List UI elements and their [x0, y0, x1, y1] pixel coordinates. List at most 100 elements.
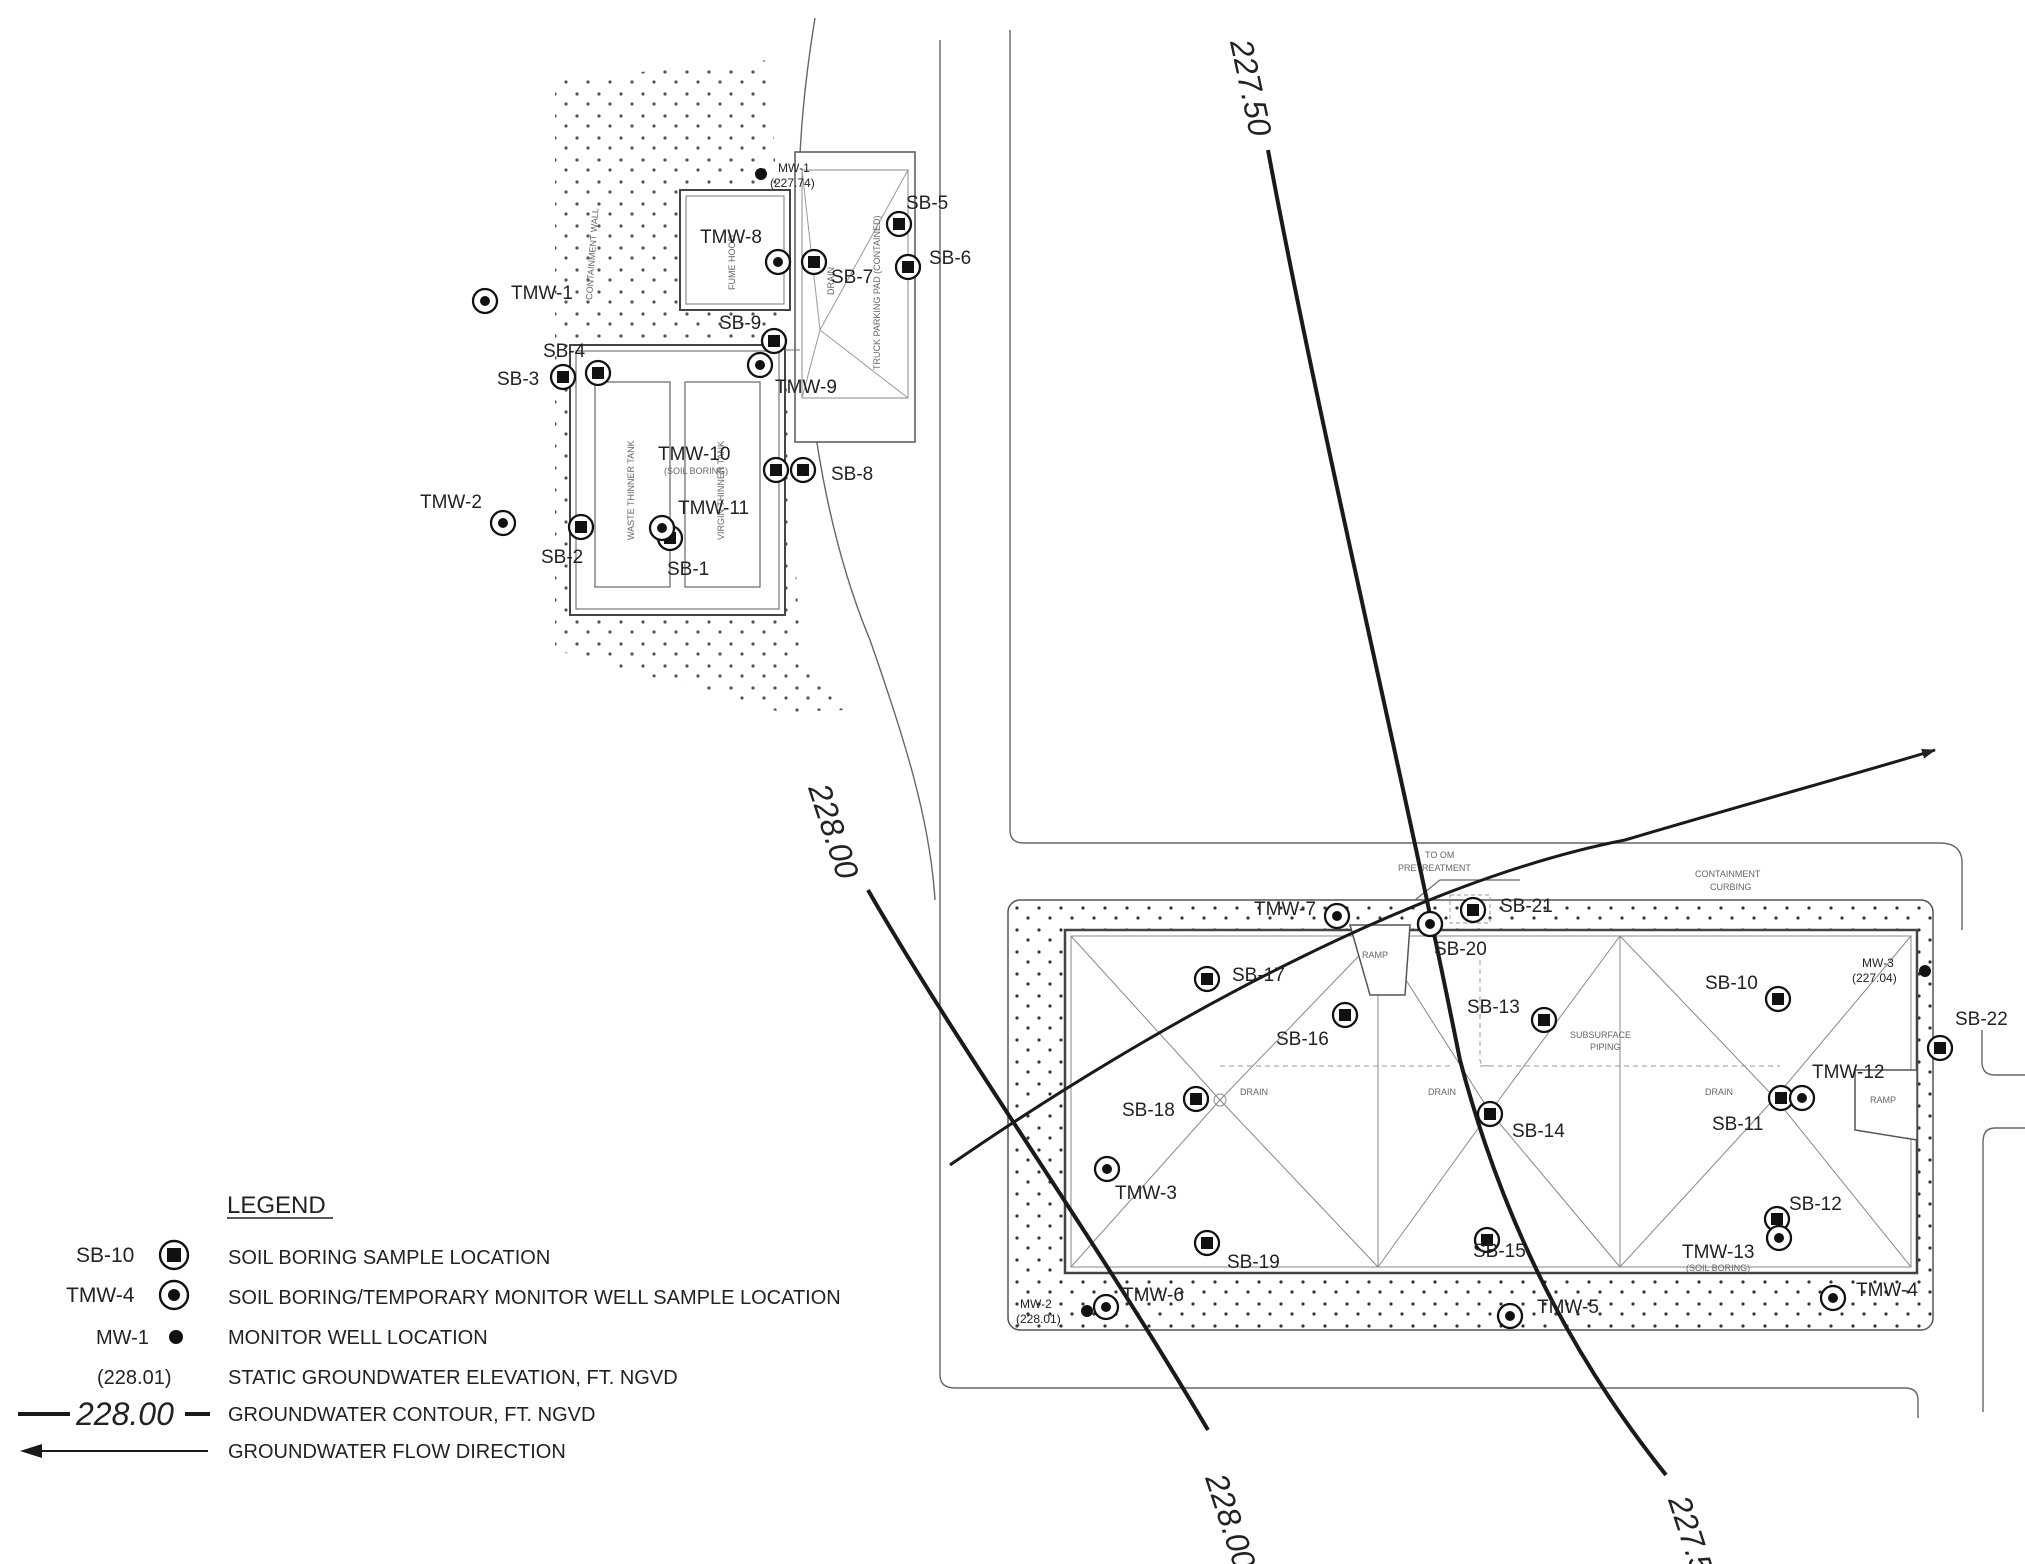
legend-sb-desc: SOIL BORING SAMPLE LOCATION — [228, 1247, 550, 1269]
label-sb-4: SB-4 — [543, 341, 586, 362]
soil-boring-marker-sb-18 — [1182, 1085, 1210, 1113]
truck-parking-pad — [794, 151, 916, 443]
to-pretreatment-label: TO OM — [1425, 850, 1454, 860]
road-lines — [797, 17, 2025, 1418]
ramp-left-label: RAMP — [1362, 950, 1388, 960]
legend-flow-arrow — [20, 1444, 208, 1458]
label-sb-1: SB-1 — [667, 559, 709, 580]
pretreatment-label: PRETREATMENT — [1398, 863, 1471, 873]
virgin-thinner-tank — [684, 381, 761, 588]
drain-left-label: DRAIN — [1240, 1087, 1268, 1097]
road-edge-right-stub — [1981, 1030, 2025, 1076]
virgin-thinner-tank-label: VIRGIN THINNER TANK — [716, 441, 726, 540]
label-sb-22: SB-22 — [1955, 1009, 2008, 1030]
temp-well-marker-tmw-12 — [1788, 1084, 1816, 1112]
contour-label-22750-upper: 227.50 — [1223, 35, 1279, 139]
label-sb-21: SB-21 — [1500, 896, 1553, 917]
soil-boring-marker-sb-10b — [762, 456, 790, 484]
label-mw-2-elev: (228.01) — [1016, 1312, 1061, 1326]
label-tmw-13-note: (SOIL BORING) — [1686, 1263, 1750, 1273]
label-tmw-13: TMW-13 — [1682, 1242, 1754, 1263]
legend-soil-boring-symbol — [158, 1239, 190, 1271]
label-tmw-10: TMW-10 — [658, 444, 730, 465]
label-sb-14: SB-14 — [1512, 1121, 1565, 1142]
soil-boring-marker-sb-7 — [800, 248, 828, 276]
soil-boring-marker-sb-13 — [1530, 1006, 1558, 1034]
legend-flow-desc: GROUNDWATER FLOW DIRECTION — [228, 1441, 566, 1463]
soil-boring-marker-sb-6 — [894, 253, 922, 281]
contour-22750-line — [1266, 149, 1668, 1477]
label-mw-3: MW-3 — [1862, 956, 1894, 970]
label-tmw-6: TMW-6 — [1122, 1285, 1184, 1306]
temp-well-marker-tmw-6 — [1092, 1293, 1120, 1321]
soil-boring-marker-sb-8 — [789, 456, 817, 484]
contour-label-228-lower: 228.00 — [1198, 1468, 1263, 1564]
label-tmw-2: TMW-2 — [420, 492, 482, 513]
label-sb-13: SB-13 — [1467, 997, 1520, 1018]
contour-label-228-upper: 228.00 — [801, 778, 866, 883]
temp-well-marker-tmw-9 — [746, 351, 774, 379]
ramp-right-label: RAMP — [1870, 1095, 1896, 1105]
temp-well-marker-tmw-11 — [648, 514, 676, 542]
label-tmw-11: TMW-11 — [678, 498, 749, 519]
label-sb-5: SB-5 — [906, 193, 948, 214]
right-ramp — [1854, 1069, 1918, 1141]
legend-elev-desc: STATIC GROUNDWATER ELEVATION, FT. NGVD — [228, 1367, 678, 1389]
soil-boring-marker-sb-11 — [1767, 1084, 1795, 1112]
soil-boring-marker-sb-14 — [1476, 1100, 1504, 1128]
waste-thinner-tank-label: WASTE THINNER TANK — [626, 440, 636, 540]
monitor-well-marker-mw-3 — [1919, 965, 1931, 977]
label-mw-3-elev: (227.04) — [1852, 971, 1897, 985]
label-sb-8: SB-8 — [831, 464, 873, 485]
legend: LEGEND SB-10 SOIL BORING SAMPLE LOCATION… — [18, 1192, 841, 1463]
temp-well-marker-tmw-5 — [1496, 1302, 1524, 1330]
legend-mw-desc: MONITOR WELL LOCATION — [228, 1327, 488, 1349]
label-tmw-1: TMW-1 — [511, 283, 573, 304]
fume-hood-inner — [685, 195, 785, 305]
label-sb-12: SB-12 — [1789, 1194, 1842, 1215]
soil-boring-marker-sb-22 — [1926, 1034, 1954, 1062]
soil-boring-marker-sb-15 — [1473, 1226, 1501, 1254]
temp-well-marker-tmw-20 — [1416, 910, 1444, 938]
label-tmw-8: TMW-8 — [700, 227, 762, 248]
label-mw-1: MW-1 — [778, 161, 810, 175]
legend-elev-symbol-label: (228.01) — [97, 1367, 172, 1389]
truck-parking-label: TRUCK PARKING PAD (CONTAINED) — [872, 215, 882, 370]
containment-label: CONTAINMENT — [1695, 869, 1761, 879]
waste-thinner-tank — [594, 381, 671, 588]
soil-boring-marker-sb-21 — [1459, 896, 1487, 924]
label-sb-10: SB-10 — [1705, 973, 1758, 994]
label-tmw-7: TMW-7 — [1254, 899, 1316, 920]
soil-boring-marker-sb-10 — [1764, 985, 1792, 1013]
soil-boring-marker-sb-9 — [760, 327, 788, 355]
label-sb-16: SB-16 — [1276, 1029, 1329, 1050]
road-edge-block-top-left — [1009, 30, 1963, 930]
contour-228-line — [866, 889, 1210, 1432]
location-labels: TMW-1 TMW-2 TMW-3 TMW-4 TMW-5 TMW-6 TMW-… — [420, 161, 2008, 1326]
temp-well-marker-tmw-1 — [471, 287, 499, 315]
monitor-well-marker-mw-2 — [1081, 1305, 1093, 1317]
temp-well-marker-tmw-4 — [1819, 1284, 1847, 1312]
label-sb-2: SB-2 — [541, 547, 583, 568]
label-sb-17: SB-17 — [1232, 965, 1285, 986]
fume-hood-outer — [679, 189, 791, 311]
label-sb-18: SB-18 — [1122, 1100, 1175, 1121]
label-sb-20: SB-20 — [1434, 939, 1487, 960]
legend-sb-symbol-label: SB-10 — [76, 1244, 134, 1267]
legend-contour-desc: GROUNDWATER CONTOUR, FT. NGVD — [228, 1404, 595, 1426]
label-sb-19: SB-19 — [1227, 1252, 1280, 1273]
tank-farm-outer — [569, 344, 786, 616]
label-sb-7: SB-7 — [831, 267, 873, 288]
piping-label: PIPING — [1590, 1042, 1621, 1052]
contour-label-22750-lower: 227.50 — [1661, 1490, 1726, 1564]
label-tmw-10-note: (SOIL BORING) — [664, 466, 728, 476]
label-sb-9: SB-9 — [719, 313, 761, 334]
label-mw-2: MW-2 — [1020, 1297, 1052, 1311]
drain-right-label: DRAIN — [1705, 1087, 1733, 1097]
soil-boring-marker-sb-16 — [1331, 1001, 1359, 1029]
label-sb-6: SB-6 — [929, 248, 971, 269]
curbing-label: CURBING — [1710, 882, 1752, 892]
soil-boring-marker-sb-17 — [1193, 965, 1221, 993]
